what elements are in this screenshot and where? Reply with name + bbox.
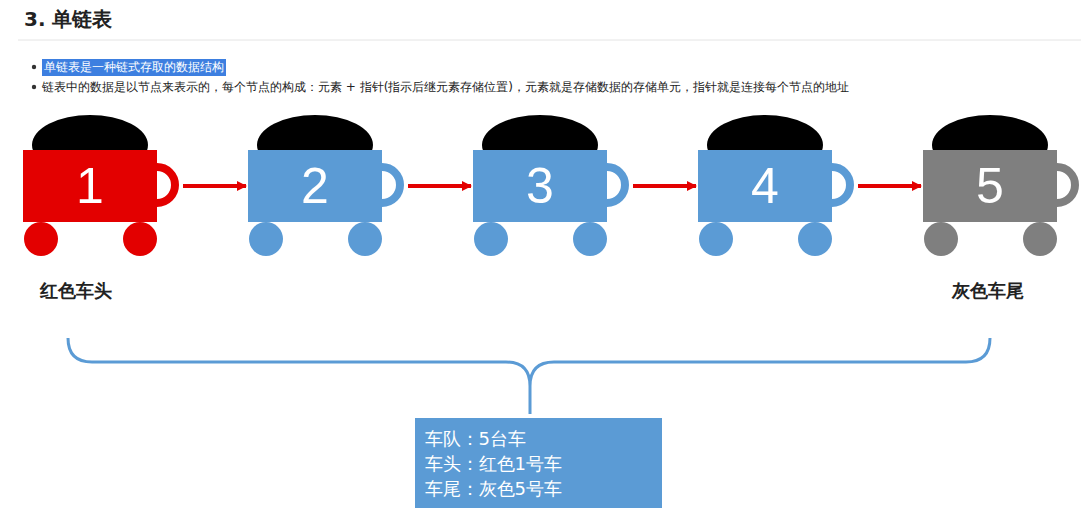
car-number: 1 [76, 161, 104, 211]
link-arrow [858, 184, 921, 188]
bullet-text: 链表中的数据是以节点来表示的，每个节点的构成：元素 + 指针(指示后继元素存储位… [42, 79, 849, 96]
car-parts [24, 115, 1075, 256]
bullet-dot [32, 65, 36, 69]
summary-line: 车头：红色1号车 [425, 451, 652, 476]
summary-box: 车队：5台车车头：红色1号车车尾：灰色5号车 [415, 418, 662, 508]
train-car: 1 [23, 150, 157, 222]
train-car: 2 [248, 150, 382, 222]
train-car: 4 [698, 150, 832, 222]
title-rule [18, 40, 1081, 41]
page-title: 3. 单链表 [24, 6, 112, 33]
car-number: 5 [976, 161, 1004, 211]
link-arrow [408, 184, 471, 188]
link-arrow [633, 184, 696, 188]
car-caption: 红色车头 [40, 279, 112, 303]
bullet-dot [32, 85, 36, 89]
bullet-text: 单链表是一种链式存取的数据结构 [42, 59, 226, 76]
car-caption: 灰色车尾 [952, 279, 1024, 303]
car-number: 2 [301, 161, 329, 211]
car-number: 3 [526, 161, 554, 211]
train-car: 3 [473, 150, 607, 222]
summary-line: 车尾：灰色5号车 [425, 476, 652, 501]
summary-line: 车队：5台车 [425, 426, 652, 451]
curly-brace [68, 338, 990, 414]
car-number: 4 [751, 161, 779, 211]
train-car: 5 [923, 150, 1057, 222]
link-arrow [183, 184, 246, 188]
